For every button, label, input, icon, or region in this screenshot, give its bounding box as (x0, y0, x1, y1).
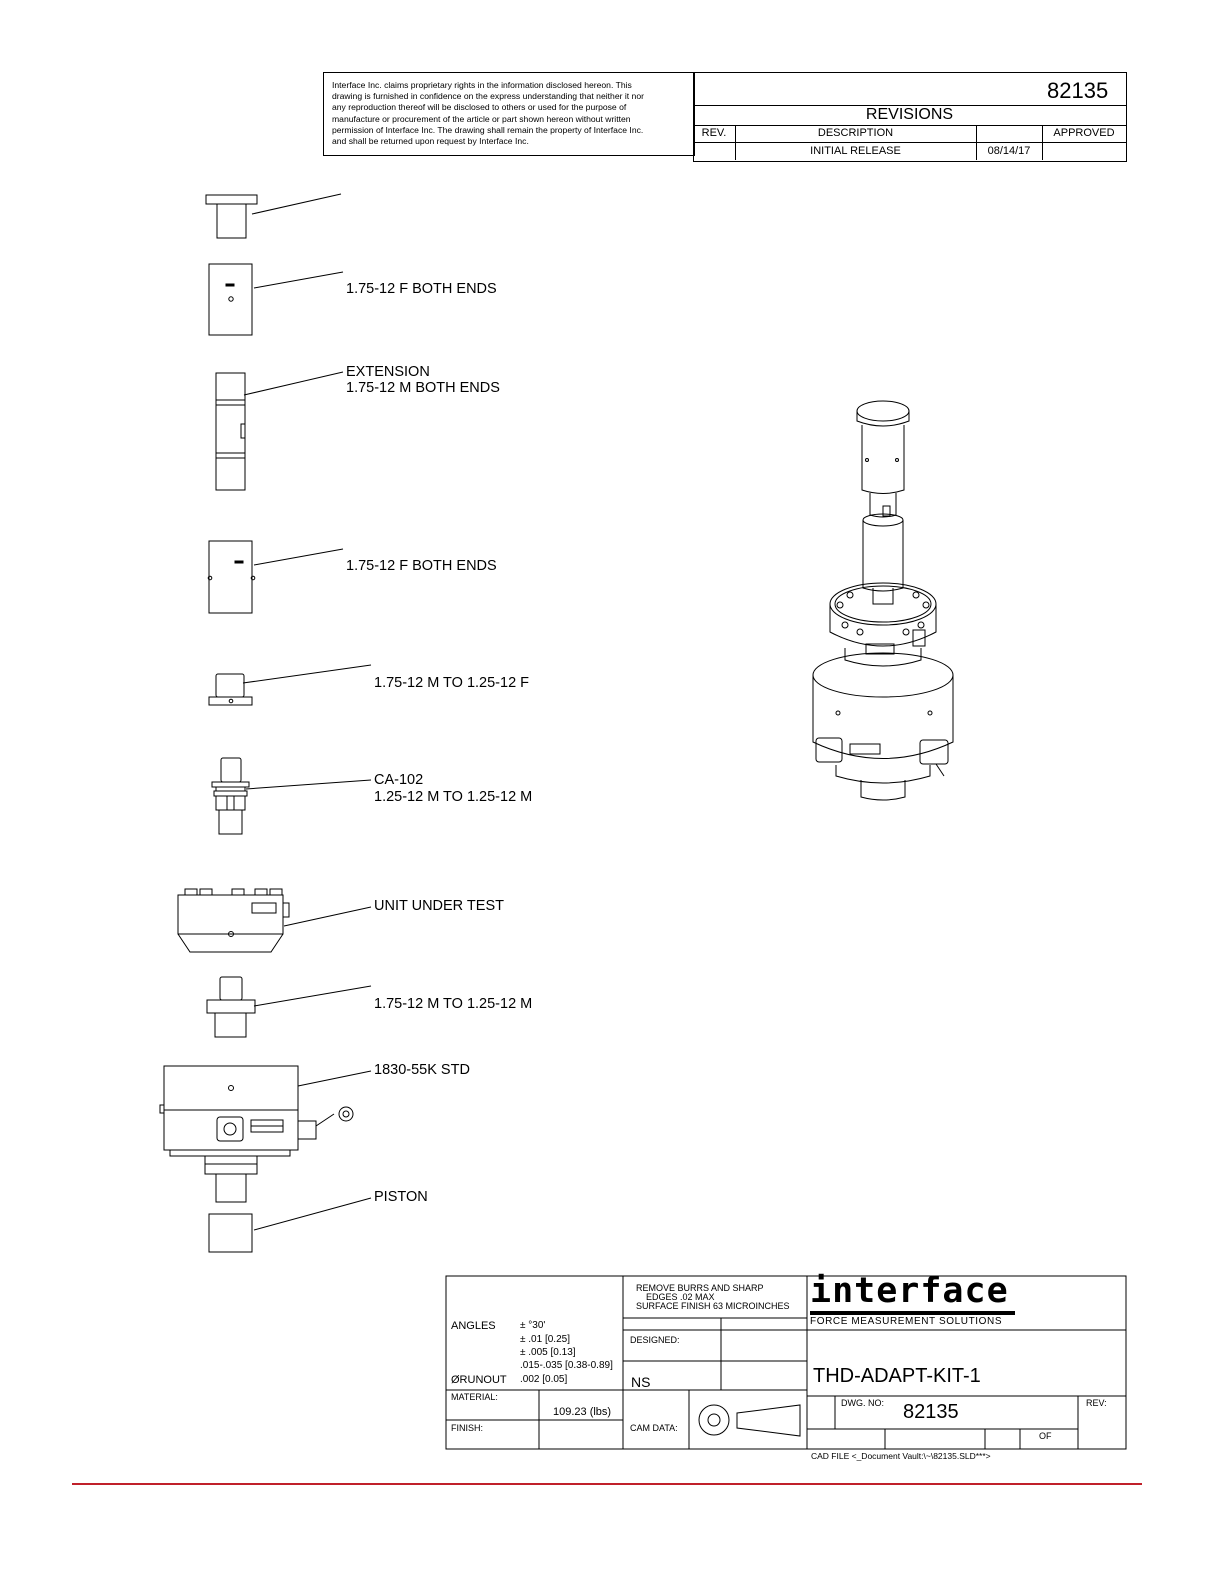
leader-line (253, 271, 344, 289)
piston-part (208, 1213, 253, 1253)
rev-col-divider (1042, 125, 1043, 160)
revisions-table (693, 72, 1127, 162)
callout-unit-under-test: UNIT UNDER TEST (374, 898, 504, 914)
logo-underline (810, 1311, 1015, 1315)
leader-line (253, 548, 344, 566)
confidentiality-box (323, 72, 695, 156)
leader-line (243, 371, 344, 396)
rev-row-description: INITIAL RELEASE (810, 145, 901, 157)
sheet-of-label: OF (1039, 1431, 1052, 1441)
angles-value: ± °30' (520, 1320, 546, 1331)
leader-line (297, 1070, 372, 1087)
tolerance-3-place: ± .005 [0.13] (520, 1347, 576, 1358)
cap-part (205, 194, 258, 239)
rev-col-header: REV. (701, 127, 727, 139)
leader-line (245, 779, 372, 790)
callout-ca-102-thread: 1.25-12 M TO 1.25-12 M (374, 789, 533, 805)
notes-line-2: EDGES .02 MAX (646, 1292, 715, 1302)
rev-col-divider (976, 125, 977, 160)
standard-load-cell-part (159, 1065, 354, 1203)
designer-initials: NS (631, 1374, 651, 1390)
tolerance-2-place: ± .01 [0.25] (520, 1334, 570, 1345)
rev-divider (693, 105, 1126, 106)
interface-logo: interface (810, 1271, 1009, 1311)
description-col-header: DESCRIPTION (817, 127, 894, 139)
callout-flanged-adapter: 1.75-12 M TO 1.25-12 F (374, 675, 530, 691)
callout-standard-load-cell: 1830-55K STD (374, 1062, 470, 1078)
leader-line (253, 1197, 372, 1231)
leader-line (253, 985, 372, 1007)
projection-symbol-icon (698, 1404, 801, 1437)
conf-line: and shall be returned upon request by In… (332, 136, 529, 147)
callout-female-adapter-bottom: 1.75-12 F BOTH ENDS (346, 558, 497, 574)
female-adapter-part (208, 263, 253, 336)
runout-label: ØRUNOUT (451, 1374, 507, 1386)
female-adapter-part (207, 540, 256, 614)
notes-line-1: REMOVE BURRS AND SHARP (636, 1283, 764, 1293)
material-label: MATERIAL: (451, 1392, 498, 1402)
weight-value: 109.23 (lbs) (553, 1406, 612, 1418)
rev-row-date: 08/14/17 (987, 145, 1031, 157)
conf-line: permission of Interface Inc. The drawing… (332, 124, 644, 135)
rev-label: REV: (1086, 1398, 1107, 1408)
rev-col-divider (735, 125, 736, 160)
cad-file-path: CAD FILE <_Document Vault:\~\82135.SLD**… (811, 1451, 991, 1461)
extension-part (215, 372, 246, 491)
designed-label: DESIGNED: (630, 1335, 680, 1345)
header-drawing-number: 82135 (1047, 78, 1109, 103)
title-block-frame (445, 1275, 1127, 1450)
callout-female-adapter-top: 1.75-12 F BOTH ENDS (346, 281, 497, 297)
callout-extension: EXTENSION (346, 364, 430, 380)
notes-line-3: SURFACE FINISH 63 MICROINCHES (636, 1301, 790, 1311)
rev-divider (693, 142, 1126, 143)
angles-label: ANGLES (451, 1320, 496, 1332)
rev-divider (693, 125, 1126, 126)
assembled-isometric-view (812, 400, 954, 801)
approved-col-header: APPROVED (1053, 127, 1115, 139)
leader-line (242, 664, 372, 684)
ca-102-part (211, 757, 250, 835)
male-adapter-part (206, 976, 256, 1038)
logo-tagline: FORCE MEASUREMENT SOLUTIONS (810, 1316, 1003, 1327)
callout-piston: PISTON (374, 1189, 428, 1205)
conf-line: drawing is furnished in confidence on th… (332, 91, 644, 102)
conf-line: manufacture or procurement of the articl… (332, 113, 631, 124)
confidentiality-notice: Interface Inc. claims proprietary rights… (332, 80, 687, 147)
callout-male-adapter: 1.75-12 M TO 1.25-12 M (374, 996, 533, 1012)
flanged-adapter-part (208, 673, 253, 706)
cam-data-label: CAM DATA: (630, 1423, 678, 1433)
callout-ca-102: CA-102 (374, 772, 424, 788)
conf-line: any reproduction thereof will be disclos… (332, 102, 627, 113)
finish-label: FINISH: (451, 1423, 484, 1433)
callout-extension-thread: 1.75-12 M BOTH ENDS (346, 380, 500, 396)
conf-line: Interface Inc. claims proprietary rights… (332, 80, 632, 90)
leader-line (283, 906, 372, 927)
revisions-title: REVISIONS (865, 106, 954, 123)
dwg-no-label: DWG. NO: (841, 1398, 884, 1408)
drawing-title: THD-ADAPT-KIT-1 (813, 1365, 981, 1387)
runout-value: .002 [0.05] (520, 1374, 568, 1385)
tolerance-range: .015-.035 [0.38-0.89] (520, 1360, 613, 1371)
unit-under-test-part (177, 888, 290, 953)
leader-line (251, 193, 342, 215)
dwg-number: 82135 (903, 1401, 959, 1423)
